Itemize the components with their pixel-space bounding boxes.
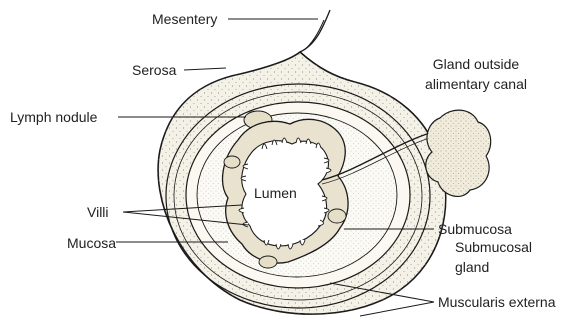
label-serosa: Serosa <box>132 62 176 78</box>
submucosal-gland <box>328 209 346 223</box>
label-lumen: Lumen <box>254 185 297 201</box>
label-villi: Villi <box>87 204 109 220</box>
label-gland-outside-line1: Gland outside <box>417 56 535 72</box>
label-gland-outside-line2: alimentary canal <box>417 76 535 92</box>
label-muscularis-externa: Muscularis externa <box>438 294 556 310</box>
label-lymph-nodule: Lymph nodule <box>10 109 97 125</box>
label-submucosal-gland-line2: gland <box>455 259 489 275</box>
leader-serosa <box>184 68 226 70</box>
submucosal-gland <box>259 256 277 268</box>
mesentery-strand <box>304 20 324 50</box>
label-submucosa: Submucosa <box>438 221 512 237</box>
mesentery-strand <box>300 10 330 52</box>
label-submucosal-gland-line1: Submucosal <box>455 239 532 255</box>
label-mesentery: Mesentery <box>152 11 217 27</box>
label-mucosa: Mucosa <box>67 235 116 251</box>
submucosal-gland <box>224 156 240 168</box>
